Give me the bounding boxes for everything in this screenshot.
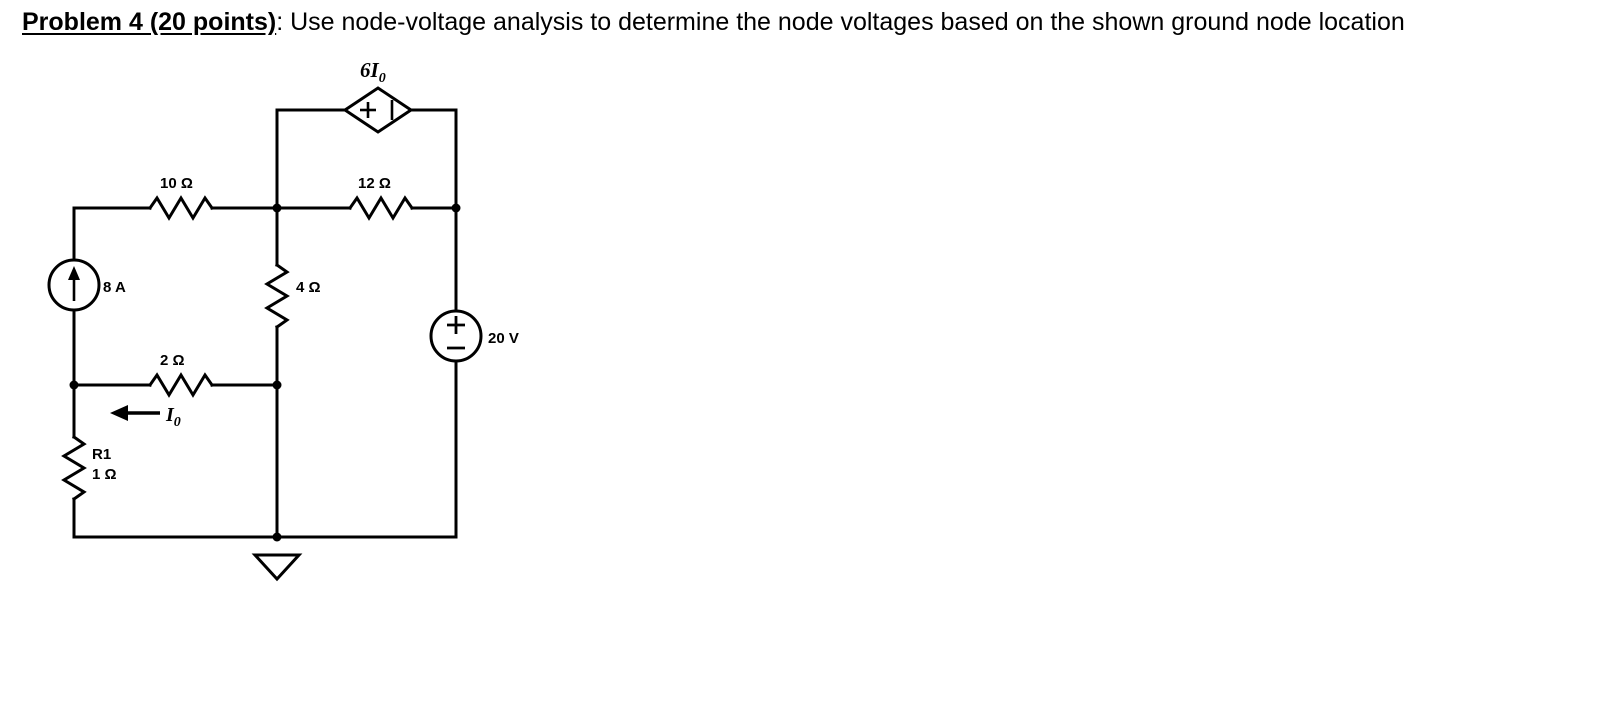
voltage-source-polarity	[447, 316, 465, 350]
problem-statement: : Use node-voltage analysis to determine…	[276, 8, 1405, 36]
node-dot-left-lower	[69, 380, 79, 390]
resistor-10ohm-body	[147, 195, 215, 221]
ground-symbol	[251, 553, 303, 582]
dependent-source-symbol	[342, 86, 414, 134]
resistor-10ohm-label: 10 Ω	[160, 175, 193, 192]
current-source-label: 8 A	[103, 279, 126, 296]
problem-label: Problem 4 (20 points)	[22, 8, 277, 36]
node-dot-right-top	[451, 203, 461, 213]
node-dot-middle-top	[272, 203, 282, 213]
resistor-r1-body	[61, 434, 87, 502]
circuit-diagram: 6I0 I0 10 Ω	[47, 58, 519, 582]
resistor-4ohm-body	[264, 262, 290, 330]
current-source-arrow	[68, 266, 80, 301]
resistor-2ohm-label: 2 Ω	[160, 352, 185, 369]
resistor-4ohm-label: 4 Ω	[296, 279, 321, 296]
dependent-source-label: 6I0	[360, 58, 386, 86]
node-dot-middle-lower	[272, 380, 282, 390]
dependent-source-diamond	[342, 86, 414, 134]
resistor-r1-name: R1	[92, 446, 111, 463]
current-io-label: I0	[165, 404, 181, 430]
resistor-12ohm-body	[347, 195, 415, 221]
problem-title: Problem 4 (20 points): Use node-voltage …	[22, 6, 1405, 38]
node-dot-ground	[272, 532, 282, 542]
dependent-source-plus	[360, 102, 376, 118]
voltage-source-label: 20 V	[488, 330, 519, 347]
resistor-r1-label: 1 Ω	[92, 466, 117, 483]
current-io-arrow	[110, 405, 160, 421]
node-dots	[69, 203, 461, 542]
resistor-2ohm-body	[147, 372, 215, 398]
resistor-12ohm-label: 12 Ω	[358, 175, 391, 192]
